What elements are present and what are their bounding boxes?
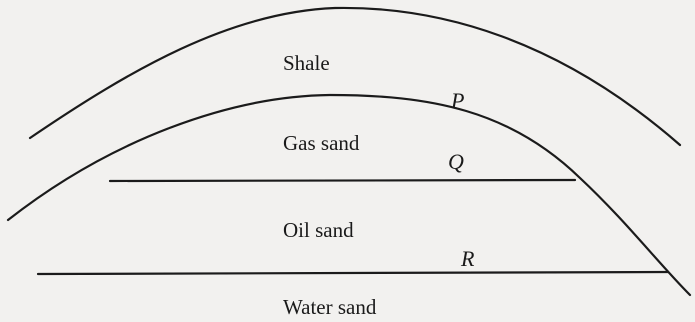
water-sand-label: Water sand [283, 295, 377, 319]
shale-label: Shale [283, 51, 330, 75]
oil-water-contact-line [36, 270, 670, 276]
reservoir-top-curve [6, 93, 692, 297]
point-q-label: Q [448, 149, 464, 174]
point-p-label: P [450, 88, 464, 113]
upper-anticline-curve [28, 6, 682, 147]
oil-sand-label: Oil sand [283, 218, 354, 242]
point-r-label: R [460, 246, 475, 271]
gas-sand-label: Gas sand [283, 131, 360, 155]
gas-oil-contact-line [108, 178, 577, 183]
